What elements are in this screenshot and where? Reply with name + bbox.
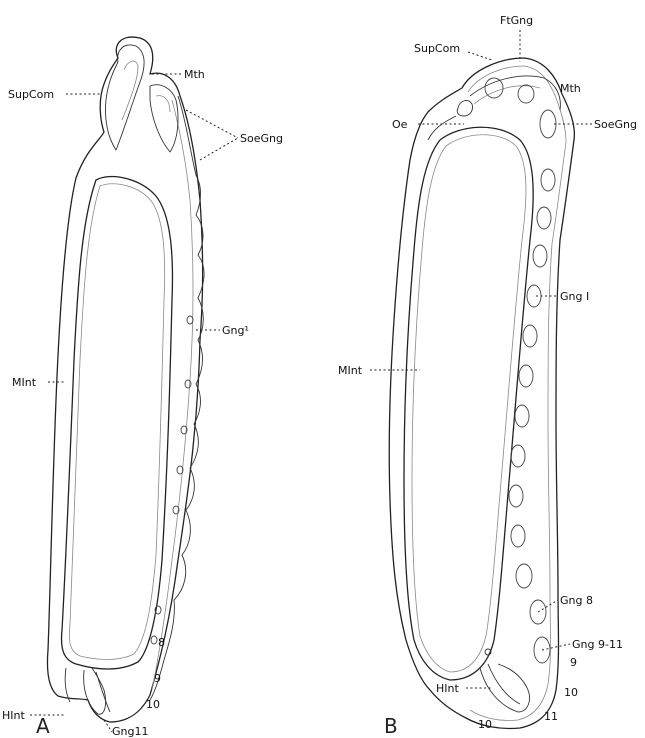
label-b-hint: HInt (436, 682, 459, 695)
panel-b-label: B (384, 714, 398, 738)
panel-a-label: A (36, 714, 50, 738)
panel-b-labels: FtGng SupCom Mth Oe SoeGng Gng I MInt Gn… (338, 14, 637, 738)
label-b-num-9: 9 (570, 656, 577, 669)
label-b-num-10: 10 (564, 686, 578, 699)
label-a-hint: HInt (2, 709, 25, 722)
label-a-num-9: 9 (154, 672, 161, 685)
panel-b-drawing (370, 30, 592, 729)
label-a-gng1: Gng¹ (222, 324, 249, 337)
label-b-ftgng: FtGng (500, 14, 533, 27)
label-b-gng8: Gng 8 (560, 594, 593, 607)
label-b-soegng: SoeGng (594, 118, 637, 131)
label-a-mth: Mth (184, 68, 205, 81)
label-b-supcom: SupCom (414, 42, 460, 55)
label-a-num-10: 10 (146, 698, 160, 711)
label-a-mint: MInt (12, 376, 37, 389)
label-b-num-10b: 10 (478, 718, 492, 731)
panel-a-drawing (30, 37, 238, 732)
label-b-oe: Oe (392, 118, 408, 131)
label-b-gng1: Gng I (560, 290, 589, 303)
label-b-gng9-11: Gng 9-11 (572, 638, 623, 651)
label-b-num-11: 11 (544, 710, 558, 723)
label-a-supcom: SupCom (8, 88, 54, 101)
label-a-soegng: SoeGng (240, 132, 283, 145)
label-b-mth: Mth (560, 82, 581, 95)
label-b-mint: MInt (338, 364, 363, 377)
label-a-num-8: 8 (158, 636, 165, 649)
label-a-gng11: Gng11 (112, 725, 148, 738)
